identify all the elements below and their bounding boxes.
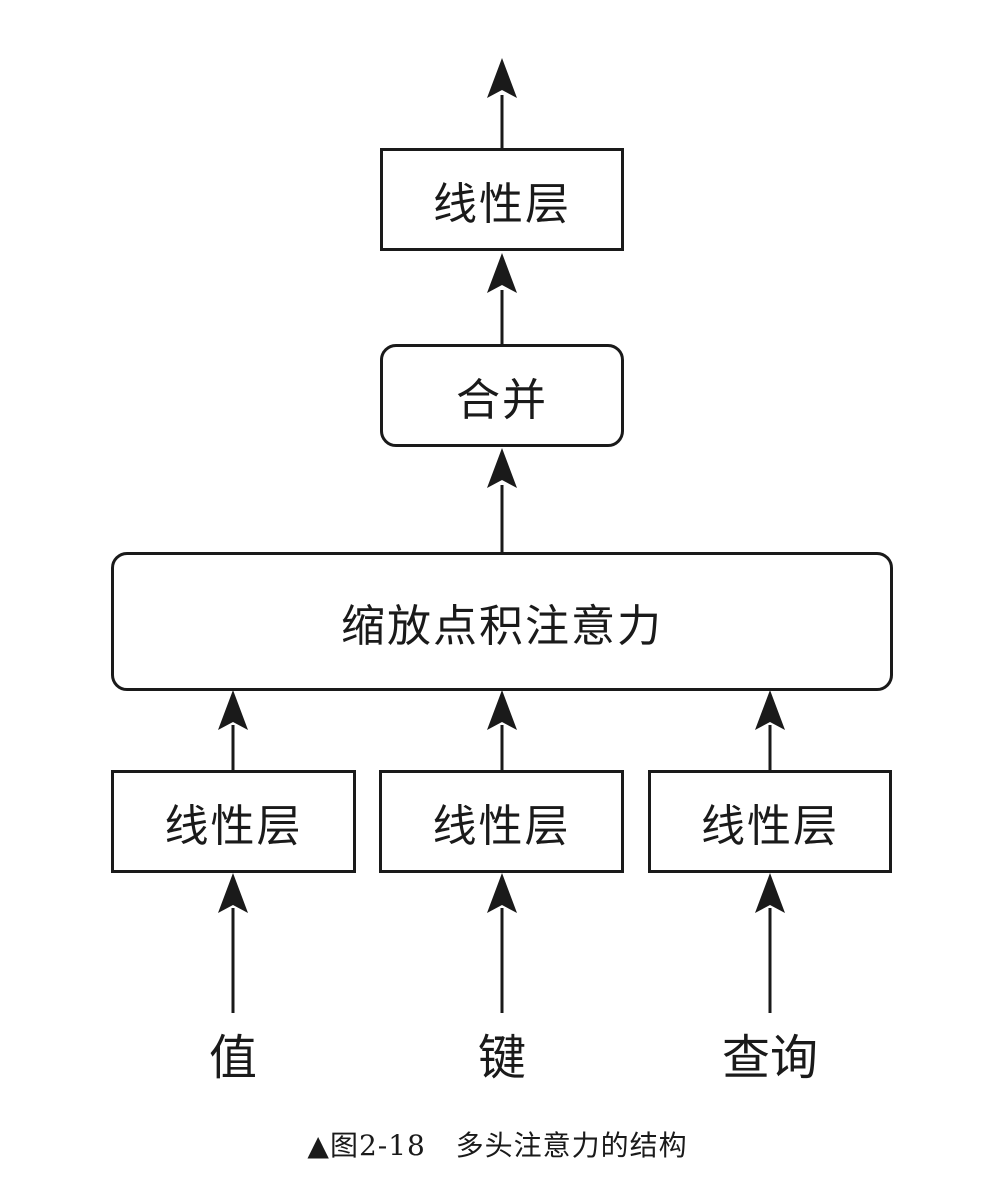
linear-layer-key-box: 线性层 (379, 770, 624, 873)
arrowhead-input-v (218, 873, 248, 913)
arrowhead-concat-to-linear (487, 253, 517, 293)
input-query-label: 查询 (721, 1030, 818, 1086)
caption-figure-number: 图2-18 (329, 1129, 426, 1162)
top-linear-layer-box: 线性层 (380, 148, 624, 251)
concat-box: 合并 (380, 344, 624, 447)
linear-layer-query-box: 线性层 (648, 770, 892, 873)
caption-marker: ▲ (307, 1129, 330, 1162)
concat-label: 合并 (456, 374, 548, 426)
arrowhead-attention-to-concat (487, 448, 517, 488)
caption-title: 多头注意力的结构 (455, 1129, 688, 1162)
scaled-dot-product-attention-box: 缩放点积注意力 (111, 552, 893, 691)
linear-layer-query-label: 线性层 (701, 800, 839, 852)
attention-label: 缩放点积注意力 (341, 600, 663, 652)
arrowhead-linear-q (755, 690, 785, 730)
top-linear-layer-label: 线性层 (433, 178, 571, 230)
linear-layer-value-box: 线性层 (111, 770, 356, 873)
linear-layer-value-label: 线性层 (164, 800, 303, 852)
input-value-label: 值 (208, 1030, 257, 1086)
input-key-label: 键 (477, 1030, 526, 1086)
arrowhead-output (487, 58, 517, 98)
arrowhead-input-k (487, 873, 517, 913)
arrowhead-input-q (755, 873, 785, 913)
linear-layer-key-label: 线性层 (432, 800, 571, 852)
arrowhead-linear-k (487, 690, 517, 730)
arrowhead-linear-v (218, 690, 248, 730)
figure-caption: ▲图2-18 多头注意力的结构 (0, 1124, 995, 1164)
